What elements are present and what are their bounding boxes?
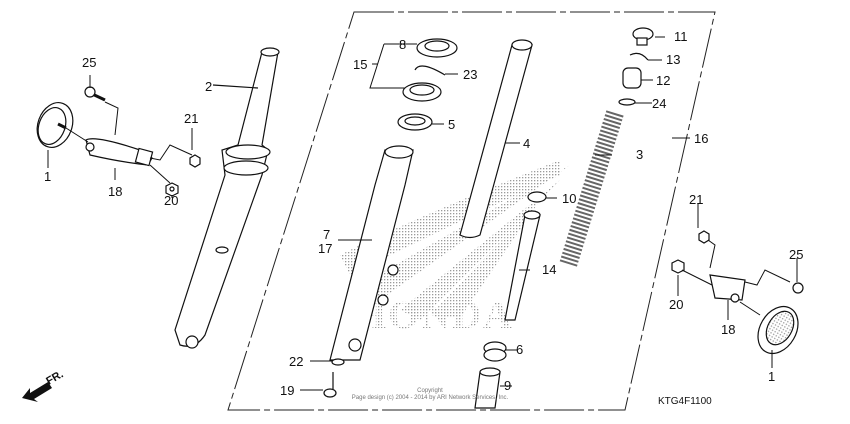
diagram-code: KTG4F1100 (658, 396, 712, 407)
callout-2[interactable]: 2 (205, 79, 213, 94)
callout-18-left[interactable]: 18 (108, 184, 123, 199)
callout-20-right[interactable]: 20 (669, 297, 684, 312)
honda-wing-watermark: HONDA (340, 160, 570, 337)
callout-8[interactable]: 8 (399, 37, 407, 52)
copyright-line-1: Copyright (417, 388, 443, 394)
callout-4[interactable]: 4 (523, 136, 531, 151)
callout-16[interactable]: 16 (694, 131, 709, 146)
callout-12[interactable]: 12 (656, 73, 671, 88)
callout-24[interactable]: 24 (652, 96, 667, 111)
copyright-line-2: Page design (c) 2004 - 2014 by ARI Netwo… (351, 395, 509, 402)
callout-19[interactable]: 19 (280, 383, 295, 398)
fork-outer-tube-left (174, 47, 280, 349)
callout-18-right[interactable]: 18 (721, 322, 736, 337)
callout-7[interactable]: 7 (323, 227, 331, 242)
fork-inner-parts (323, 38, 547, 409)
callout-10[interactable]: 10 (562, 191, 577, 206)
callout-9[interactable]: 9 (504, 378, 512, 393)
callout-23[interactable]: 23 (463, 67, 478, 82)
callout-25-right[interactable]: 25 (789, 247, 804, 262)
callout-17[interactable]: 17 (318, 241, 333, 256)
callout-1-right[interactable]: 1 (768, 369, 776, 384)
subassembly-frame (227, 11, 716, 411)
left-reflector-assembly (36, 86, 201, 197)
center-leader-lines (300, 36, 690, 391)
callout-21-left[interactable]: 21 (184, 111, 199, 126)
copyright-notice: Copyright Page design (c) 2004 - 2014 by… (330, 388, 530, 402)
callout-11[interactable]: 11 (674, 29, 688, 44)
callout-5[interactable]: 5 (448, 117, 456, 132)
callout-3[interactable]: 3 (636, 147, 644, 162)
callout-15[interactable]: 15 (353, 57, 368, 72)
callout-6[interactable]: 6 (516, 342, 524, 357)
callout-13[interactable]: 13 (666, 52, 681, 67)
left-leader-lines (47, 75, 193, 198)
front-direction-arrow-icon (22, 382, 52, 402)
callout-20-left[interactable]: 20 (164, 193, 179, 208)
callout-25-left[interactable]: 25 (82, 55, 97, 70)
right-reflector-assembly (671, 230, 804, 355)
callout-14[interactable]: 14 (542, 262, 557, 277)
spring-and-cap-parts (559, 27, 654, 268)
callout-21-right[interactable]: 21 (689, 192, 704, 207)
callout-1-left[interactable]: 1 (44, 169, 52, 184)
right-leader-lines (677, 203, 798, 368)
callout-22[interactable]: 22 (289, 354, 304, 369)
